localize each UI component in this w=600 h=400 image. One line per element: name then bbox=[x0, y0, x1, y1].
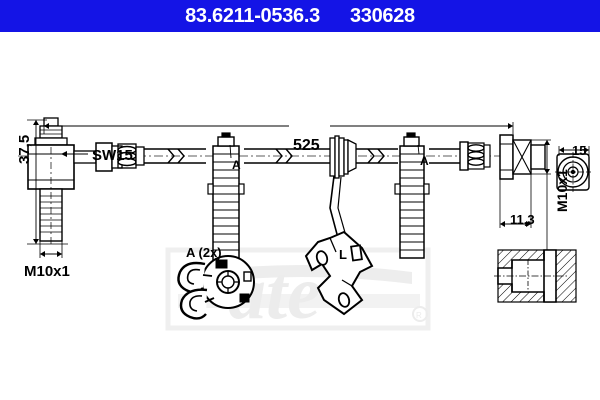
right-end-fitting bbox=[499, 134, 546, 180]
callout-label-bracket-detail: L bbox=[339, 247, 347, 262]
dimension-label-overall-length: 525 bbox=[293, 137, 320, 154]
dimension-m10-left bbox=[39, 241, 63, 258]
leader-clamp-a-left bbox=[229, 144, 232, 159]
dimension-lines bbox=[27, 119, 590, 262]
callout-label-clamp-detail: A (2x) bbox=[186, 245, 222, 260]
callout-label-clamp-right: A bbox=[420, 154, 429, 168]
center-bracket-mount bbox=[329, 135, 398, 249]
hose-segment-right bbox=[429, 148, 460, 164]
clamp-detail-view bbox=[177, 255, 255, 320]
header-bar: 83.6211-0536.3 330628 bbox=[0, 0, 600, 32]
svg-text:R: R bbox=[416, 311, 422, 320]
hose-segment-middle bbox=[244, 148, 330, 164]
dimension-label-height: 37,5 bbox=[16, 134, 33, 164]
section-detail-view bbox=[494, 249, 577, 303]
leader-clamp-a-right bbox=[417, 144, 420, 155]
dimension-label-end-view-width: 15 bbox=[572, 143, 587, 158]
right-crimp-ferrule bbox=[459, 141, 491, 171]
technical-drawing-area: ate R bbox=[0, 32, 600, 400]
dimension-525 bbox=[43, 122, 514, 134]
spring-coil-right-icon bbox=[467, 142, 485, 170]
dimension-label-left-thread: M10x1 bbox=[24, 263, 70, 280]
clamp-a-right bbox=[394, 132, 430, 259]
break-symbol-middle bbox=[275, 148, 293, 164]
part-number-label: 83.6211-0536.3 bbox=[185, 4, 320, 27]
left-crimp-ferrule bbox=[95, 142, 145, 172]
clamp-a-left bbox=[207, 132, 245, 263]
left-banjo-fitting bbox=[27, 117, 97, 244]
break-symbol-right bbox=[367, 148, 385, 164]
bracket-detail-view bbox=[304, 230, 374, 316]
dimension-label-right-thread: M10x1 bbox=[554, 169, 570, 212]
dimension-label-hex-length: 11,3 bbox=[510, 212, 535, 227]
leader-sw15 bbox=[61, 151, 88, 157]
callout-label-clamp-left: A bbox=[232, 158, 241, 172]
dimension-37-5 bbox=[27, 119, 68, 245]
dimension-m10-right bbox=[531, 139, 551, 262]
right-end-view bbox=[555, 152, 591, 192]
dimension-label-wrench-size: SW15 bbox=[92, 147, 133, 164]
dimension-11-3 bbox=[499, 174, 532, 228]
break-symbol-left bbox=[167, 148, 185, 164]
technical-drawing-svg: ate R bbox=[18, 117, 591, 335]
dimension-15 bbox=[558, 146, 590, 156]
hose-segment-left bbox=[144, 148, 206, 164]
article-number-label: 330628 bbox=[349, 4, 415, 27]
